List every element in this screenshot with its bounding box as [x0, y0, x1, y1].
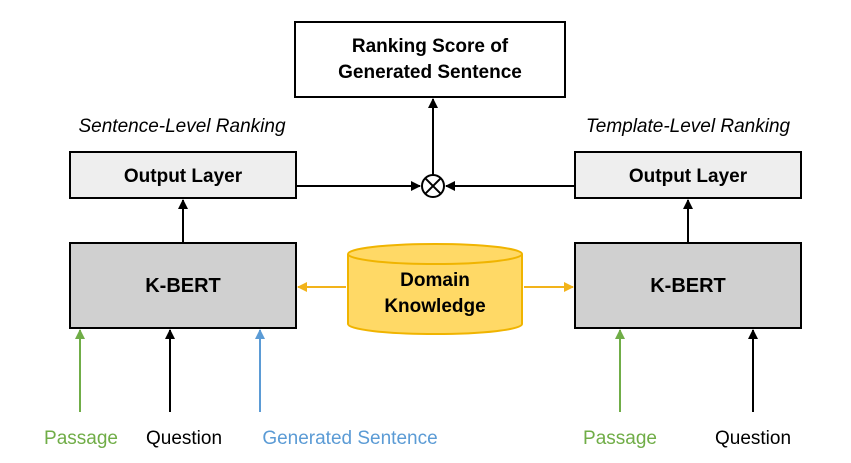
domain-knowledge-database-icon: Domain Knowledge: [347, 243, 523, 335]
right-kbert-block: K-BERT: [574, 242, 802, 329]
ranking-score-line1: Ranking Score of: [352, 36, 509, 57]
right-question-label: Question: [715, 428, 791, 449]
left-kbert-label: K-BERT: [145, 275, 221, 297]
right-passage-label: Passage: [583, 428, 657, 449]
left-output-layer: Output Layer: [69, 151, 297, 199]
domain-knowledge-line1: Domain: [400, 270, 470, 291]
left-passage-label: Passage: [44, 428, 118, 449]
right-kbert-label: K-BERT: [650, 275, 726, 297]
left-output-layer-label: Output Layer: [124, 166, 243, 187]
domain-knowledge-line2: Knowledge: [384, 296, 485, 317]
template-level-heading: Template-Level Ranking: [586, 116, 791, 137]
combine-operator-icon: [421, 174, 445, 198]
sentence-level-heading: Sentence-Level Ranking: [78, 116, 285, 137]
right-output-layer: Output Layer: [574, 151, 802, 199]
left-generated-sentence-label: Generated Sentence: [262, 428, 437, 449]
ranking-score-box: Ranking Score of Generated Sentence: [294, 21, 566, 98]
ranking-score-line2: Generated Sentence: [338, 62, 522, 83]
left-kbert-block: K-BERT: [69, 242, 297, 329]
left-question-label: Question: [146, 428, 222, 449]
right-output-layer-label: Output Layer: [629, 166, 748, 187]
